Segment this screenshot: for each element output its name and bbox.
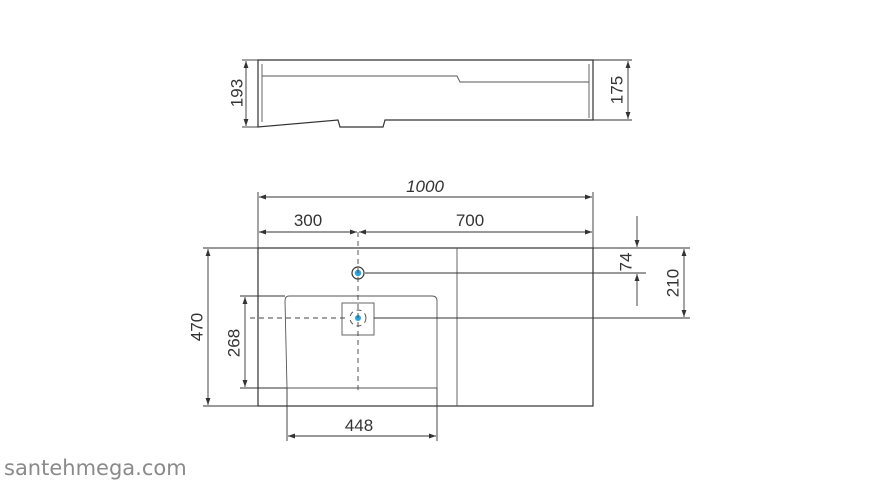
side-view-top-step	[262, 75, 589, 83]
dim-label-drain-offset: 210	[663, 269, 682, 297]
dim-label-left-offset: 300	[294, 211, 322, 230]
dim-label-height-right: 175	[607, 76, 626, 104]
side-view-outline	[257, 59, 594, 128]
dim-label-bowl-depth: 268	[224, 329, 243, 357]
watermark: santehmega.com	[4, 456, 187, 480]
side-view: 193 175	[227, 59, 632, 128]
dim-label-total-width: 1000	[406, 177, 444, 196]
dim-label-height-left: 193	[227, 79, 246, 107]
dim-label-right-width: 700	[456, 211, 484, 230]
bowl-outline	[284, 295, 438, 389]
top-view: 1000 300 700 74 210 470 268 448	[187, 177, 690, 441]
dim-label-tap-offset: 74	[616, 253, 635, 272]
dim-label-total-depth: 470	[187, 313, 206, 341]
dim-label-bowl-width: 448	[345, 416, 373, 435]
countertop-outline	[257, 247, 594, 407]
